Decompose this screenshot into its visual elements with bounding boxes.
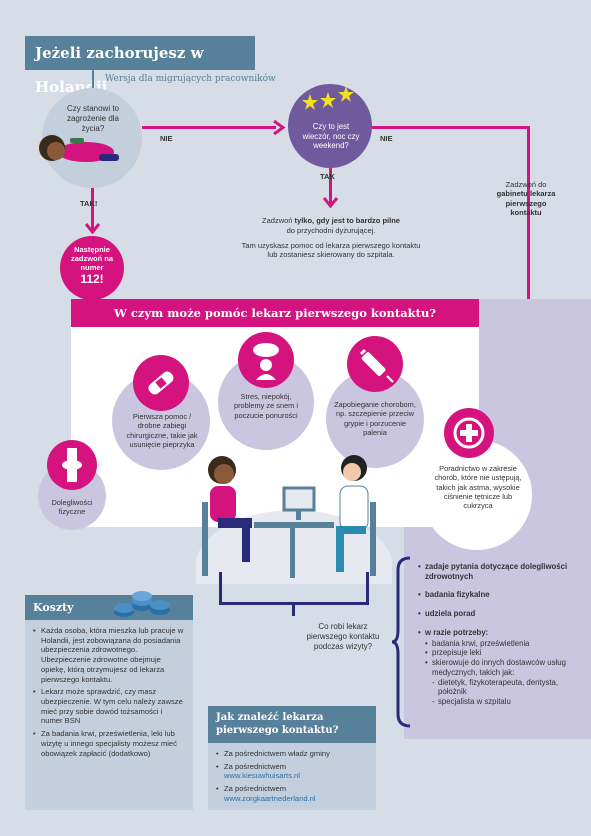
duty-line1-b: tylko, gdy jest to bardzo pilne	[294, 216, 400, 225]
emergency-number: 112!	[80, 272, 104, 286]
syringe-icon	[347, 336, 403, 392]
costs-box: Koszty Każda osoba, która mieszka lub pr…	[25, 595, 193, 810]
duty-line1: Zadzwoń tylko, gdy jest to bardzo pilne	[238, 216, 424, 226]
prevention-text: Zapobieganie chorobom, np. szczepienie p…	[334, 400, 416, 437]
help-banner: W czym może pomóc lekarz pierwszego kont…	[71, 299, 479, 327]
visit-list: zadaje pytania dotyczące dolegliwości zd…	[418, 562, 588, 707]
arrow-down-icon-2	[323, 196, 338, 208]
first-aid-text: Pierwsza pomoc / drobne zabiegi chirurgi…	[126, 412, 198, 449]
physical-text: Dolegliwości fizyczne	[51, 498, 93, 517]
visit-subpoint: przepisuje leki	[418, 648, 588, 658]
advice-text: Poradnictwo w zakresie chorób, które nie…	[434, 464, 522, 510]
q2-no-vertical	[527, 126, 530, 312]
costs-item: Lekarz może sprawdzić, czy masz ubezpiec…	[33, 687, 185, 726]
visit-point: udziela porad	[418, 609, 588, 619]
q2-no-label: NIE	[380, 134, 393, 143]
consultation-illustration	[196, 452, 392, 584]
question-life-threat: Czy stanowi to zagrożenie dla życia?	[66, 104, 120, 133]
q1-no-label: NIE	[160, 134, 173, 143]
find-item-text: Za pośrednictwem	[224, 761, 287, 771]
call-gp-text: Zadzwoń do gabinetu lekarza pierwszego k…	[494, 180, 558, 218]
q1-yes-label: TAK!	[80, 199, 98, 208]
emergency-text: Następnie zadzwoń na numer 112!	[62, 245, 122, 286]
advice-circle	[422, 440, 532, 550]
find-gp-box: Jak znaleźć lekarza pierwszego kontaktu?…	[208, 706, 376, 810]
visit-point: w razie potrzeby:	[418, 628, 588, 638]
duty-line3: Tam uzyskasz pomoc od lekarza pierwszego…	[241, 240, 421, 260]
arrow-right-icon	[272, 120, 286, 135]
visit-subpoint: skierowuje do innych dostawców usług med…	[418, 658, 588, 677]
stars-icon	[300, 86, 358, 116]
costs-item: Za badania krwi, prześwietlenia, leki lu…	[33, 729, 185, 758]
arrow-down-icon	[85, 222, 100, 234]
bracket-left	[219, 572, 222, 604]
bandage-icon	[133, 355, 189, 411]
visit-question: Co robi lekarz pierwszego kontaktu podcz…	[306, 622, 380, 651]
visit-point: badania fizykalne	[418, 590, 588, 600]
stress-text: Stres, niepokój, problemy ze snem i pocz…	[233, 392, 299, 420]
q2-yes-label: TAK	[320, 172, 335, 181]
emergency-label: Następnie zadzwoń na numer	[70, 245, 114, 272]
visit-subsubpoint: dietetyk, fizykoterapeuta, dentysta, poł…	[418, 678, 588, 697]
coins-icon	[110, 584, 174, 624]
find-item-text: Za pośrednictwem	[224, 784, 287, 794]
costs-list: Każda osoba, która mieszka lub pracuje w…	[25, 620, 193, 758]
title-connector	[92, 70, 94, 88]
bracket-right	[366, 572, 369, 604]
health-cross-icon	[444, 408, 494, 458]
find-gp-title: Jak znaleźć lekarza pierwszego kontaktu?	[208, 706, 376, 743]
q2-no-line	[372, 126, 530, 129]
emergency-circle	[60, 236, 124, 300]
visit-point: zadaje pytania dotyczące dolegliwości zd…	[418, 562, 588, 581]
find-item: Za pośrednictwemwww.zorgkaartnederland.n…	[216, 784, 368, 803]
zorgkaart-link[interactable]: www.zorgkaartnederland.nl	[224, 793, 316, 803]
brace-icon	[392, 556, 412, 728]
question-evening: Czy to jest wieczór, noc czy weekend?	[302, 122, 360, 151]
visit-subsubpoint: specjalista w szpitalu	[418, 697, 588, 707]
duty-line1-a: Zadzwoń	[262, 216, 295, 225]
page-title: Jeżeli zachorujesz w Holandii	[25, 36, 255, 96]
find-gp-list: Za pośrednictwem władz gminy Za pośredni…	[208, 743, 376, 804]
find-item: Za pośrednictwem władz gminy	[216, 749, 368, 759]
visit-subpoint: badania krwi, prześwietlenia	[418, 639, 588, 649]
stress-icon	[238, 332, 294, 388]
kiesuwhuisarts-link[interactable]: www.kiesuwhuisarts.nl	[224, 771, 300, 781]
call-gp-line2: gabinetu lekarza pierwszego kontaktu	[496, 189, 556, 218]
lying-person-icon	[34, 130, 124, 170]
bracket-stem	[292, 602, 295, 616]
q2-yes-line	[329, 168, 332, 204]
no-arrow-line	[142, 126, 276, 129]
yes-arrow-line	[91, 188, 94, 232]
page-subtitle: Wersja dla migrujących pracowników	[105, 74, 276, 84]
costs-item: Każda osoba, która mieszka lub pracuje w…	[33, 626, 185, 684]
call-gp-line1: Zadzwoń do	[505, 180, 547, 189]
duty-text: Zadzwoń tylko, gdy jest to bardzo pilne …	[238, 216, 424, 260]
duty-line2: do przychodni dyżurującej.	[286, 225, 376, 235]
knee-icon	[47, 440, 97, 490]
